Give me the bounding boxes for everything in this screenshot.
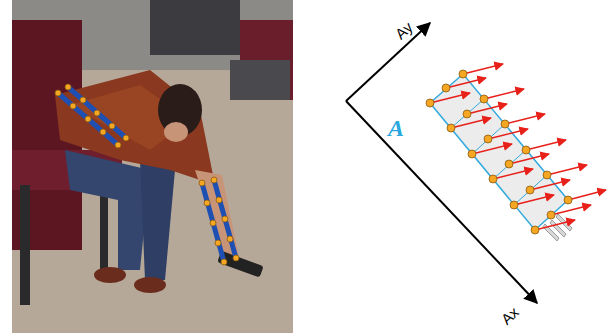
segment-label: A [388, 115, 404, 142]
arm-model [426, 64, 606, 241]
axes [346, 23, 537, 303]
photo [12, 0, 293, 333]
axis-label: Ax [498, 303, 522, 327]
